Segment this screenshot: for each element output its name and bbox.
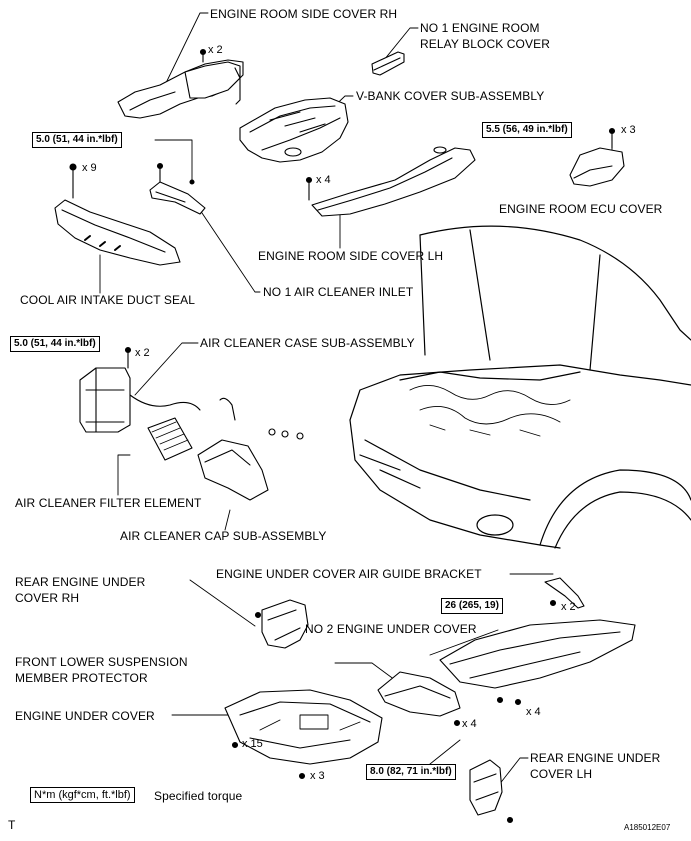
torque-under-cover: 8.0 (82, 71 in.*lbf) <box>366 764 456 780</box>
qty-air-guide-bracket: x 2 <box>561 601 576 613</box>
footer-mark: T <box>8 818 16 832</box>
label-air-guide-bracket: ENGINE UNDER COVER AIR GUIDE BRACKET <box>216 567 482 581</box>
qty-no2-under-cover: x 4 <box>526 706 541 718</box>
qty-duct-seal: x 9 <box>82 162 97 174</box>
label-v-bank-cover: V-BANK COVER SUB-ASSEMBLY <box>356 89 545 103</box>
relay-block-cover <box>371 51 405 76</box>
label-rear-under-cover-lh-line2: COVER LH <box>530 767 593 781</box>
legend-torque-unit: N*m (kgf*cm, ft.*lbf) <box>30 787 135 803</box>
label-rear-under-cover-rh-line2: COVER RH <box>15 591 80 605</box>
label-susp-protector-line1: FRONT LOWER SUSPENSION <box>15 655 188 669</box>
label-air-cleaner-cap: AIR CLEANER CAP SUB-ASSEMBLY <box>120 529 327 543</box>
qty-under-cover-a: x 15 <box>242 738 263 750</box>
label-rear-under-cover-lh-line1: REAR ENGINE UNDER <box>530 751 661 765</box>
rear-under-cover-lh <box>469 759 514 824</box>
qty-air-cleaner-case: x 2 <box>135 347 150 359</box>
torque-ecu-cover: 5.5 (56, 49 in.*lbf) <box>482 122 572 138</box>
label-air-cleaner-filter: AIR CLEANER FILTER ELEMENT <box>15 496 202 510</box>
qty-susp-protector: x 4 <box>462 718 477 730</box>
qty-rh-cover: x 2 <box>208 44 223 56</box>
label-engine-room-side-cover-rh: ENGINE ROOM SIDE COVER RH <box>210 7 398 21</box>
car-illustration <box>349 225 691 549</box>
label-cool-air-intake-duct-seal: COOL AIR INTAKE DUCT SEAL <box>20 293 195 307</box>
label-engine-under-cover: ENGINE UNDER COVER <box>15 709 155 723</box>
v-bank-cover <box>239 97 349 163</box>
label-relay-block-cover-line2: RELAY BLOCK COVER <box>420 37 550 51</box>
air-guide-bracket <box>544 577 585 609</box>
footer-code: A185012E07 <box>624 823 671 832</box>
label-ecu-cover: ENGINE ROOM ECU COVER <box>499 202 663 216</box>
qty-ecu-cover: x 3 <box>621 124 636 136</box>
label-air-cleaner-case: AIR CLEANER CASE SUB-ASSEMBLY <box>200 336 415 350</box>
label-relay-block-cover-line1: NO 1 ENGINE ROOM <box>420 21 540 35</box>
label-air-cleaner-inlet: NO 1 AIR CLEANER INLET <box>263 285 414 299</box>
air-cleaner-filter <box>147 417 193 461</box>
engine-room-side-cover-lh <box>305 146 476 217</box>
no2-under-cover <box>439 619 636 706</box>
rear-under-cover-rh <box>254 599 309 649</box>
qty-under-cover-b: x 3 <box>310 770 325 782</box>
ecu-cover <box>569 127 625 187</box>
label-rear-under-cover-rh-line1: REAR ENGINE UNDER <box>15 575 146 589</box>
engine-under-cover <box>224 689 383 780</box>
torque-air-cleaner-case: 5.0 (51, 44 in.*lbf) <box>10 336 100 352</box>
cool-air-intake-duct-seal <box>54 163 181 266</box>
qty-lh-cover: x 4 <box>316 174 331 186</box>
torque-air-cleaner-inlet: 5.0 (51, 44 in.*lbf) <box>32 132 122 148</box>
susp-member-protector <box>377 671 461 727</box>
engine-room-side-cover-rh <box>117 48 244 119</box>
label-side-cover-lh: ENGINE ROOM SIDE COVER LH <box>258 249 444 263</box>
air-cleaner-cap <box>197 397 304 501</box>
air-cleaner-inlet <box>149 162 206 215</box>
legend-torque-text: Specified torque <box>154 789 243 803</box>
air-cleaner-case <box>79 346 201 433</box>
label-susp-protector-line2: MEMBER PROTECTOR <box>15 671 148 685</box>
label-no2-under-cover: NO 2 ENGINE UNDER COVER <box>305 622 477 636</box>
torque-air-guide-bracket: 26 (265, 19) <box>441 598 503 614</box>
